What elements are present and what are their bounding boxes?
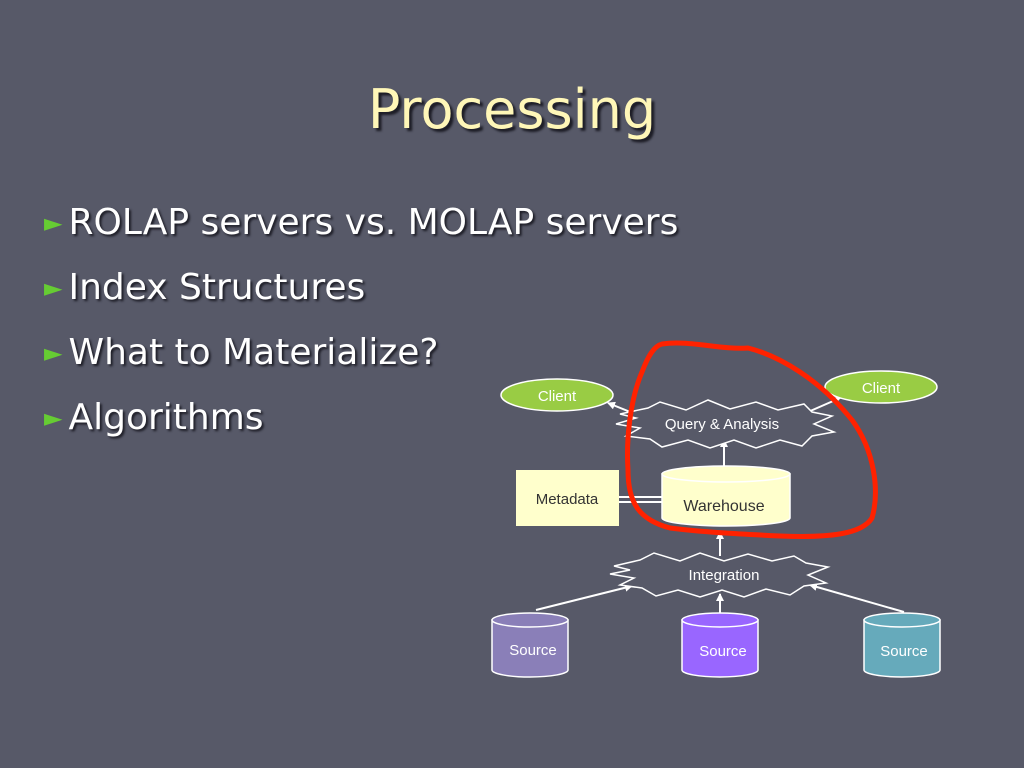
query-analysis-label: Query & Analysis (665, 416, 779, 433)
bullet-text: ROLAP servers vs. MOLAP servers (68, 202, 679, 243)
bullet-item: ► ROLAP servers vs. MOLAP servers (44, 190, 678, 255)
bullet-list: ► ROLAP servers vs. MOLAP servers ► Inde… (44, 190, 678, 450)
integration-burst: Integration (609, 552, 831, 598)
source-left-cylinder: Source (491, 612, 569, 678)
annotation-circle (625, 340, 878, 539)
triangle-right-icon: ► (44, 403, 63, 432)
source-right-label: Source (880, 643, 928, 660)
query-analysis-burst: Query & Analysis (615, 399, 837, 449)
warehouse-label: Warehouse (683, 498, 764, 515)
bullet-text: Algorithms (68, 397, 264, 438)
triangle-right-icon: ► (44, 273, 63, 302)
arrow-right-source-to-integration (809, 583, 905, 613)
triangle-right-icon: ► (44, 338, 63, 367)
triangle-right-icon: ► (44, 208, 63, 237)
integration-label: Integration (689, 567, 760, 584)
warehouse-cylinder: Warehouse (661, 465, 791, 527)
client-right: Client (824, 370, 938, 404)
arrow-left-source-to-integration (535, 583, 633, 611)
source-right-cylinder: Source (863, 612, 941, 678)
metadata-box: Metadata (516, 470, 619, 526)
bullet-text: What to Materialize? (68, 332, 439, 373)
client-left: Client (500, 378, 614, 412)
bullet-item: ► What to Materialize? (44, 320, 678, 385)
source-center-label: Source (699, 643, 747, 660)
slide-title: Processing (367, 78, 657, 141)
client-right-label: Client (862, 380, 901, 397)
bullet-text: Index Structures (68, 267, 366, 308)
source-center-cylinder: Source (681, 612, 759, 678)
source-left-label: Source (509, 642, 557, 659)
metadata-label: Metadata (536, 491, 599, 508)
bullet-item: ► Algorithms (44, 385, 678, 450)
client-left-label: Client (538, 388, 577, 405)
bullet-item: ► Index Structures (44, 255, 678, 320)
